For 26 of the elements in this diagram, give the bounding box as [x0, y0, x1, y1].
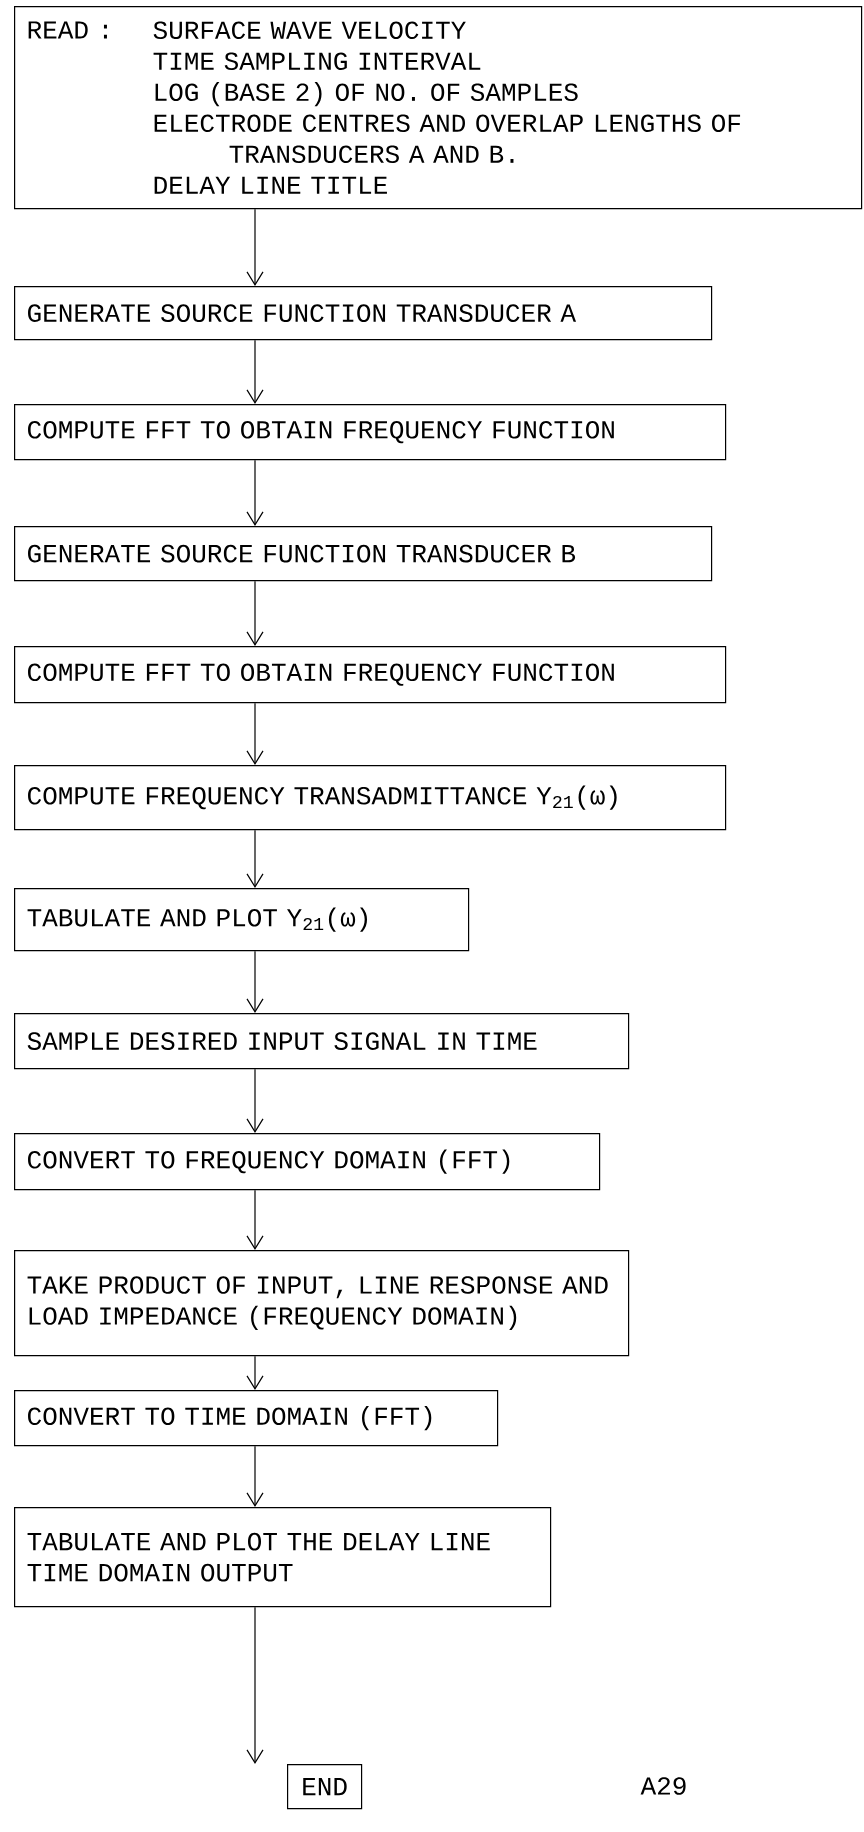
process-box: CONVERT TO FREQUENCY DOMAIN (FFT) — [14, 1133, 601, 1191]
arrow — [246, 702, 264, 765]
arrow — [246, 1355, 264, 1390]
arrow — [246, 1445, 264, 1507]
process-box: CONVERT TO TIME DOMAIN (FFT) — [14, 1390, 499, 1447]
process-box: GENERATE SOURCE FUNCTION TRANSDUCER A — [14, 286, 713, 341]
arrow — [246, 829, 264, 888]
process-box: TABULATE AND PLOT Y$_{21}$(ω) — [14, 888, 470, 952]
arrow — [246, 580, 264, 646]
process-box: COMPUTE FFT TO OBTAIN FREQUENCY FUNCTION — [14, 646, 727, 704]
process-box: SAMPLE DESIRED INPUT SIGNAL IN TIME — [14, 1013, 630, 1070]
terminal-box: END — [287, 1764, 363, 1810]
process-box: COMPUTE FFT TO OBTAIN FREQUENCY FUNCTION — [14, 404, 727, 461]
process-box: TAKE PRODUCT OF INPUT, LINE RESPONSE AND LOAD IMPEDANCE (FREQUENCY DOMAIN) — [14, 1250, 630, 1357]
arrow — [246, 1189, 264, 1250]
arrow — [246, 208, 264, 286]
input-box: READ : SURFACE WAVE VELOCITY TIME SAMPLING INTERVAL LOG (BASE 2) OF NO. OF SAMPLES ELECTRODE CENTRES AND OVERLAP LENGTHS OF TRANSDUCERS A AND B. DELAY LINE TITLE — [14, 6, 863, 210]
arrow — [246, 1606, 264, 1764]
process-box: GENERATE SOURCE FUNCTION TRANSDUCER B — [14, 526, 713, 582]
arrow — [246, 1068, 264, 1133]
process-box: TABULATE AND PLOT THE DELAY LINE TIME DOMAIN OUTPUT — [14, 1507, 552, 1608]
arrow — [246, 459, 264, 526]
arrow — [246, 339, 264, 404]
page-number: A29 — [640, 1777, 686, 1795]
process-box: COMPUTE FREQUENCY TRANSADMITTANCE Y$_{21}$(ω) — [14, 765, 727, 831]
arrow — [246, 950, 264, 1013]
